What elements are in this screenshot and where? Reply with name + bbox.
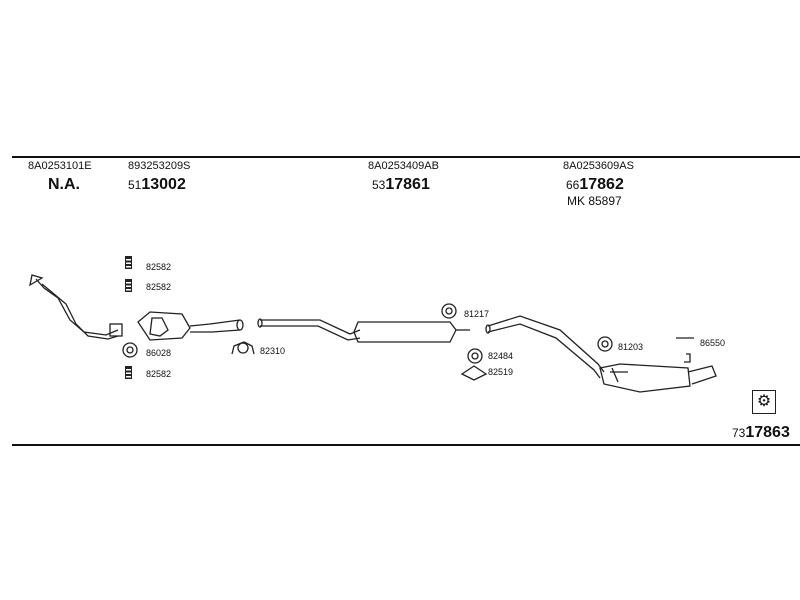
- label-81217: 81217: [464, 309, 490, 319]
- oem-number-2: 893253209S: [128, 160, 191, 172]
- oem-number-1: 8A0253101E: [28, 160, 92, 172]
- spring-icon: [125, 279, 132, 292]
- clamp-82310: [231, 341, 255, 355]
- mk-number: MK 85897: [567, 194, 622, 208]
- front-pipe: [29, 274, 123, 340]
- centre-silencer: [257, 318, 470, 343]
- bottom-rule: [12, 444, 800, 446]
- catalytic-converter: [137, 311, 244, 341]
- kit-number: 7317863: [732, 424, 790, 441]
- label-86028: 86028: [146, 348, 172, 358]
- top-rule: [12, 156, 800, 158]
- label-82484: 82484: [488, 351, 514, 361]
- label-82582-1: 82582: [146, 262, 172, 272]
- label-82582-3: 82582: [146, 369, 172, 379]
- label-82582-2: 82582: [146, 282, 172, 292]
- ring-81203-icon: [597, 336, 613, 352]
- part-number-1: N.A.: [48, 176, 80, 193]
- oem-number-4: 8A0253609AS: [563, 160, 634, 172]
- rear-silencer: [485, 315, 717, 393]
- gasket-82519-icon: [460, 365, 488, 381]
- label-81203: 81203: [618, 342, 644, 352]
- hanger-86550-icon: [676, 337, 694, 363]
- label-82519: 82519: [488, 367, 514, 377]
- spring-icon: [125, 366, 132, 379]
- oem-number-3: 8A0253409AB: [368, 160, 439, 172]
- ring-86028-icon: [122, 342, 138, 358]
- part-number-2: 5113002: [128, 176, 186, 193]
- label-82310: 82310: [260, 346, 286, 356]
- label-86550: 86550: [700, 338, 726, 348]
- ring-82484-icon: [467, 348, 483, 364]
- spring-icon: [125, 256, 132, 269]
- part-number-4: 6617862: [566, 176, 624, 193]
- part-number-3: 5317861: [372, 176, 430, 193]
- kit-symbol-icon: ⚙: [752, 390, 776, 414]
- ring-81217-icon: [441, 303, 457, 319]
